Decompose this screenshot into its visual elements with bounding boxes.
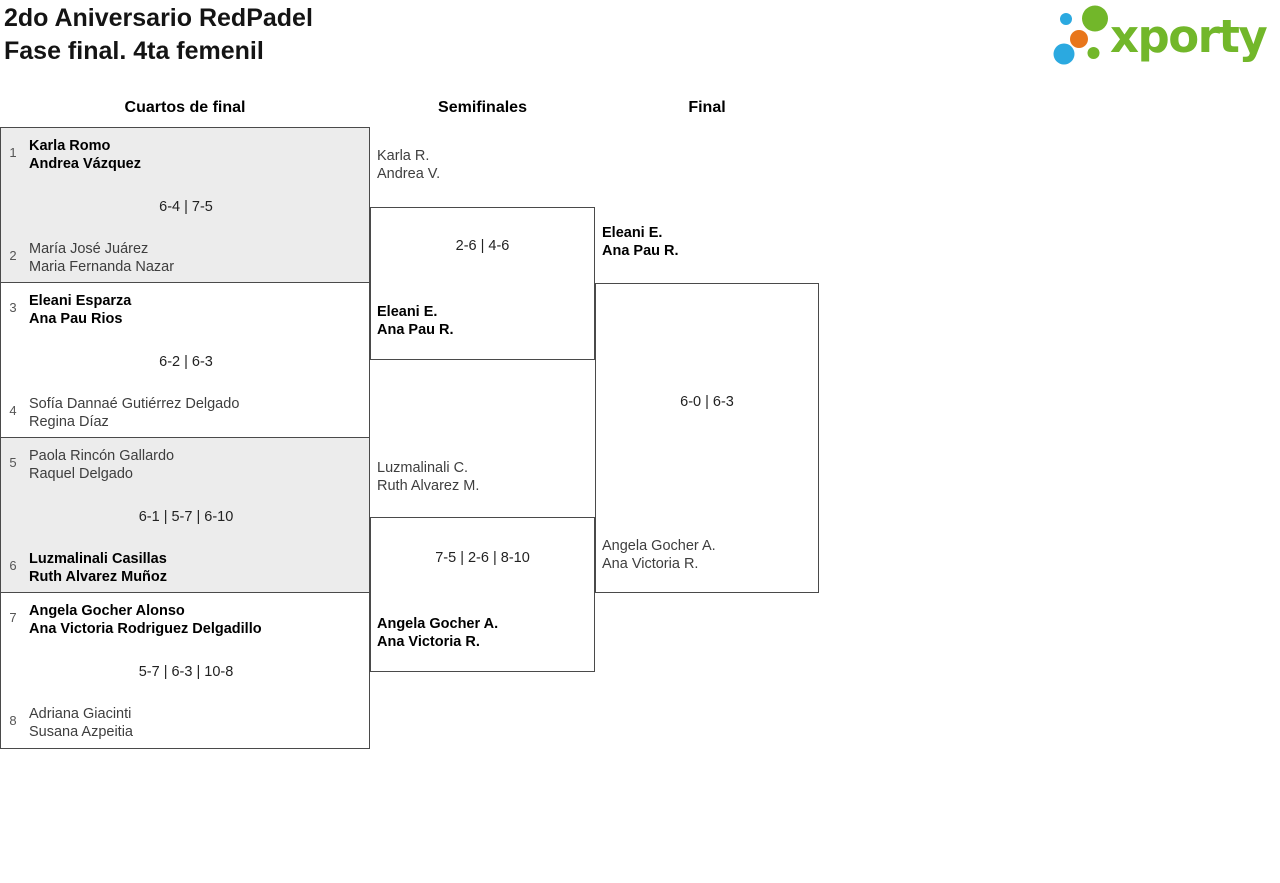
player-name: Andrea Vázquez xyxy=(29,156,141,172)
final-match[interactable] xyxy=(595,283,819,593)
player-name: Angela Gocher A. xyxy=(602,538,716,554)
team-names: Eleani E. Ana Pau R. xyxy=(602,224,679,260)
page-title-line1: 2do Aniversario RedPadel xyxy=(4,4,313,32)
player-name: Ana Pau R. xyxy=(602,243,679,259)
seed-number: 1 xyxy=(9,145,17,160)
logo-wordmark: xporty xyxy=(1110,10,1267,63)
player-name: Raquel Delgado xyxy=(29,466,133,482)
player-name: Angela Gocher A. xyxy=(377,616,499,632)
team-names: María José Juárez Maria Fernanda Nazar xyxy=(29,240,174,276)
player-name: Karla R. xyxy=(377,148,430,164)
player-name: Ana Pau Rios xyxy=(29,311,123,327)
team-names: Paola Rincón Gallardo Raquel Delgado xyxy=(29,447,174,483)
seed-number: 4 xyxy=(9,403,17,418)
seed-number: 3 xyxy=(9,300,17,315)
qf-match-4[interactable]: 7 Angela Gocher Alonso Ana Victoria Rodr… xyxy=(0,592,370,749)
round-header-quarterfinals: Cuartos de final xyxy=(124,99,246,116)
player-name: Angela Gocher Alonso xyxy=(29,603,185,619)
match-score: 2-6 | 4-6 xyxy=(455,238,510,254)
team-names: Luzmalinali Casillas Ruth Alvarez Muñoz xyxy=(29,550,167,586)
seed-number: 8 xyxy=(9,713,17,728)
player-name: Maria Fernanda Nazar xyxy=(29,259,175,275)
match-score: 6-1 | 5-7 | 6-10 xyxy=(138,509,234,525)
player-name: Ana Pau R. xyxy=(377,322,454,338)
xporty-logo[interactable]: xporty xyxy=(1046,0,1278,66)
sf-match-2[interactable] xyxy=(370,517,595,672)
player-name: Eleani E. xyxy=(602,225,663,241)
page-title-line2: Fase final. 4ta femenil xyxy=(4,37,264,65)
team-names: Karla Romo Andrea Vázquez xyxy=(29,137,141,173)
player-name: Ruth Alvarez Muñoz xyxy=(29,569,168,585)
player-name: Luzmalinali Casillas xyxy=(29,551,167,567)
seed-number: 6 xyxy=(9,558,17,573)
seed-number: 7 xyxy=(9,610,17,625)
qf-match-3[interactable]: 5 Paola Rincón Gallardo Raquel Delgado 6… xyxy=(0,437,370,593)
team-names: Angela Gocher A. Ana Victoria R. xyxy=(377,615,498,651)
sf-match-1[interactable] xyxy=(370,207,595,360)
team-names: Eleani E. Ana Pau R. xyxy=(377,303,454,339)
team-names: Adriana Giacinti Susana Azpeitia xyxy=(29,705,133,741)
player-name: Sofía Dannaé Gutiérrez Delgado xyxy=(29,396,240,412)
player-name: Ana Victoria R. xyxy=(377,634,480,650)
player-name: Ruth Alvarez M. xyxy=(377,478,480,494)
round-header-final: Final xyxy=(688,99,726,116)
team-names: Luzmalinali C. Ruth Alvarez M. xyxy=(377,459,479,495)
seed-number: 5 xyxy=(9,455,17,470)
player-name: María José Juárez xyxy=(29,241,149,257)
player-name: Susana Azpeitia xyxy=(29,724,133,740)
team-names: Angela Gocher Alonso Ana Victoria Rodrig… xyxy=(29,602,262,638)
seed-number: 2 xyxy=(9,248,17,263)
match-score: 5-7 | 6-3 | 10-8 xyxy=(138,664,234,680)
player-name: Regina Díaz xyxy=(29,414,109,430)
player-name: Eleani Esparza xyxy=(29,293,132,309)
player-name: Luzmalinali C. xyxy=(377,460,469,476)
match-score: 6-4 | 7-5 xyxy=(159,199,213,215)
player-name: Karla Romo xyxy=(29,138,111,154)
team-names: Karla R. Andrea V. xyxy=(377,147,440,183)
round-header-semifinals: Semifinales xyxy=(438,99,527,116)
qf-match-2[interactable]: 3 Eleani Esparza Ana Pau Rios 6-2 | 6-3 … xyxy=(0,282,370,438)
player-name: Andrea V. xyxy=(377,166,441,182)
team-names: Angela Gocher A. Ana Victoria R. xyxy=(602,537,716,573)
player-name: Ana Victoria Rodriguez Delgadillo xyxy=(29,621,262,637)
player-name: Ana Victoria R. xyxy=(602,556,699,572)
match-score: 6-0 | 6-3 xyxy=(680,394,734,410)
team-names: Eleani Esparza Ana Pau Rios xyxy=(29,292,131,328)
player-name: Adriana Giacinti xyxy=(29,706,132,722)
player-name: Paola Rincón Gallardo xyxy=(29,448,175,464)
match-score: 6-2 | 6-3 xyxy=(159,354,213,370)
qf-match-1[interactable]: 1 Karla Romo Andrea Vázquez 6-4 | 7-5 2 … xyxy=(0,127,370,283)
logo-dots-icon xyxy=(1053,5,1108,65)
team-names: Sofía Dannaé Gutiérrez Delgado Regina Dí… xyxy=(29,395,239,431)
player-name: Eleani E. xyxy=(377,304,438,320)
match-score: 7-5 | 2-6 | 8-10 xyxy=(435,550,530,566)
